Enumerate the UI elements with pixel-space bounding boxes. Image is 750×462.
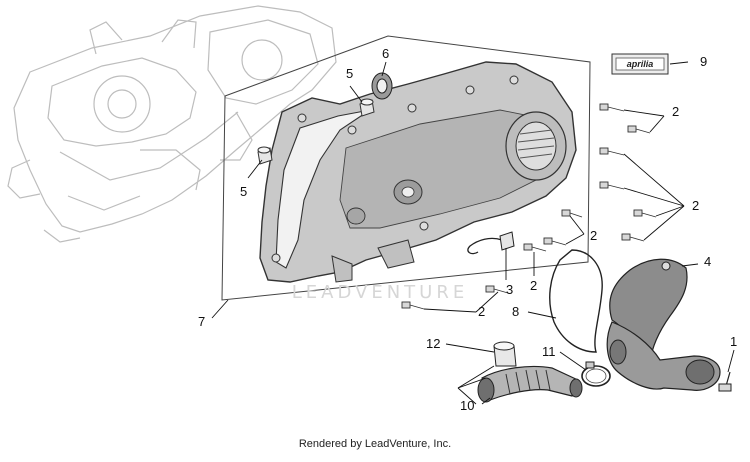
- leadventure-watermark: LEADVENTURE: [291, 282, 469, 303]
- aprilia-logo-text: aprilia: [627, 59, 654, 69]
- callout-8: 8: [512, 304, 519, 319]
- spacer-sleeve: [493, 341, 517, 367]
- callout-5-upper: 5: [346, 66, 353, 81]
- callout-2-right: 2: [692, 198, 699, 213]
- callout-9: 9: [700, 54, 707, 69]
- callout-2-lower: 2: [530, 278, 537, 293]
- callout-1: 1: [730, 334, 737, 349]
- transmission-cover: [259, 61, 577, 283]
- spring-clip: [467, 231, 515, 255]
- callout-6: 6: [382, 46, 389, 61]
- hose-clamp: [581, 361, 611, 387]
- cover-gasket: [549, 249, 603, 353]
- callout-12: 12: [426, 336, 440, 351]
- callout-2-top: 2: [672, 104, 679, 119]
- callout-3: 3: [506, 282, 513, 297]
- oil-seal-bearing: [371, 72, 393, 100]
- dowel-pin-upper: [359, 98, 375, 117]
- callout-2-mid: 2: [590, 228, 597, 243]
- callout-7: 7: [198, 314, 205, 329]
- callout-4: 4: [704, 254, 711, 269]
- duct-screw: [718, 371, 732, 392]
- callout-10: 10: [460, 398, 474, 413]
- intake-hose: [477, 365, 583, 403]
- crankcase-ghost: [7, 5, 337, 243]
- screws-right: [599, 103, 657, 242]
- callout-5-lower: 5: [240, 184, 247, 199]
- footer-credit: Rendered by LeadVenture, Inc.: [298, 438, 452, 450]
- callout-2-bottom: 2: [478, 304, 485, 319]
- kit-outline: [221, 35, 591, 301]
- callout-11: 11: [542, 344, 556, 359]
- callout-labels: 6 5 5 7 9 2 2 2 2 3 2 8 4 1 12 11 10: [198, 46, 737, 413]
- air-duct: [606, 258, 721, 391]
- aprilia-badge: aprilia: [611, 53, 669, 75]
- screws-lower: [401, 209, 583, 310]
- leader-lines: [211, 61, 735, 405]
